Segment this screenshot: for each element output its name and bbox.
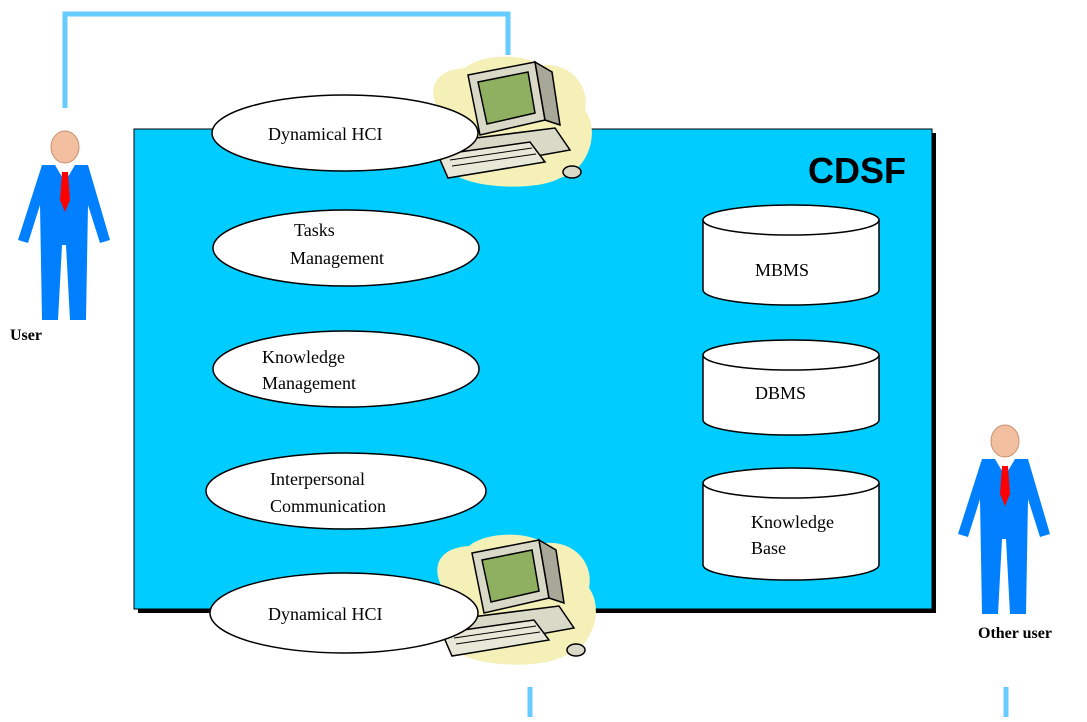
interpersonal-ellipse [205, 452, 487, 530]
interpersonal-label-line1: Interpersonal [270, 469, 365, 489]
connector-lines [62, 11, 1009, 717]
user-connector-line [62, 11, 511, 108]
hci-bottom-ellipse [209, 572, 479, 654]
knowledge-base-label-line2: Base [751, 538, 786, 558]
knowledge-base-cylinder [702, 467, 880, 581]
tasks-label-line2: Management [290, 248, 384, 268]
knowledge-ellipse [212, 330, 480, 408]
interpersonal-label-line2: Communication [270, 496, 386, 516]
knowledge-label-line2: Management [262, 373, 356, 393]
mbms-label: MBMS [755, 260, 810, 280]
computer-icon-bottom [437, 534, 596, 665]
mbms-cylinder [702, 204, 880, 306]
computer-icon-top [433, 56, 592, 187]
dbms-cylinder [702, 339, 880, 436]
system-title: CDSF [808, 150, 906, 191]
dbms-label: DBMS [755, 383, 807, 403]
knowledge-base-label-line1: Knowledge [751, 512, 834, 532]
other-user-figure [958, 424, 1050, 614]
user-figure [18, 130, 110, 320]
tasks-ellipse [212, 209, 480, 287]
tasks-label-line1: Tasks [294, 220, 335, 240]
knowledge-label-line1: Knowledge [262, 347, 345, 367]
user-label: User [10, 327, 42, 344]
hci-top-ellipse [211, 94, 479, 172]
hci-top-label: Dynamical HCI [268, 124, 383, 144]
hci-bottom-label: Dynamical HCI [268, 604, 383, 624]
other-user-label: Other user [978, 625, 1052, 642]
